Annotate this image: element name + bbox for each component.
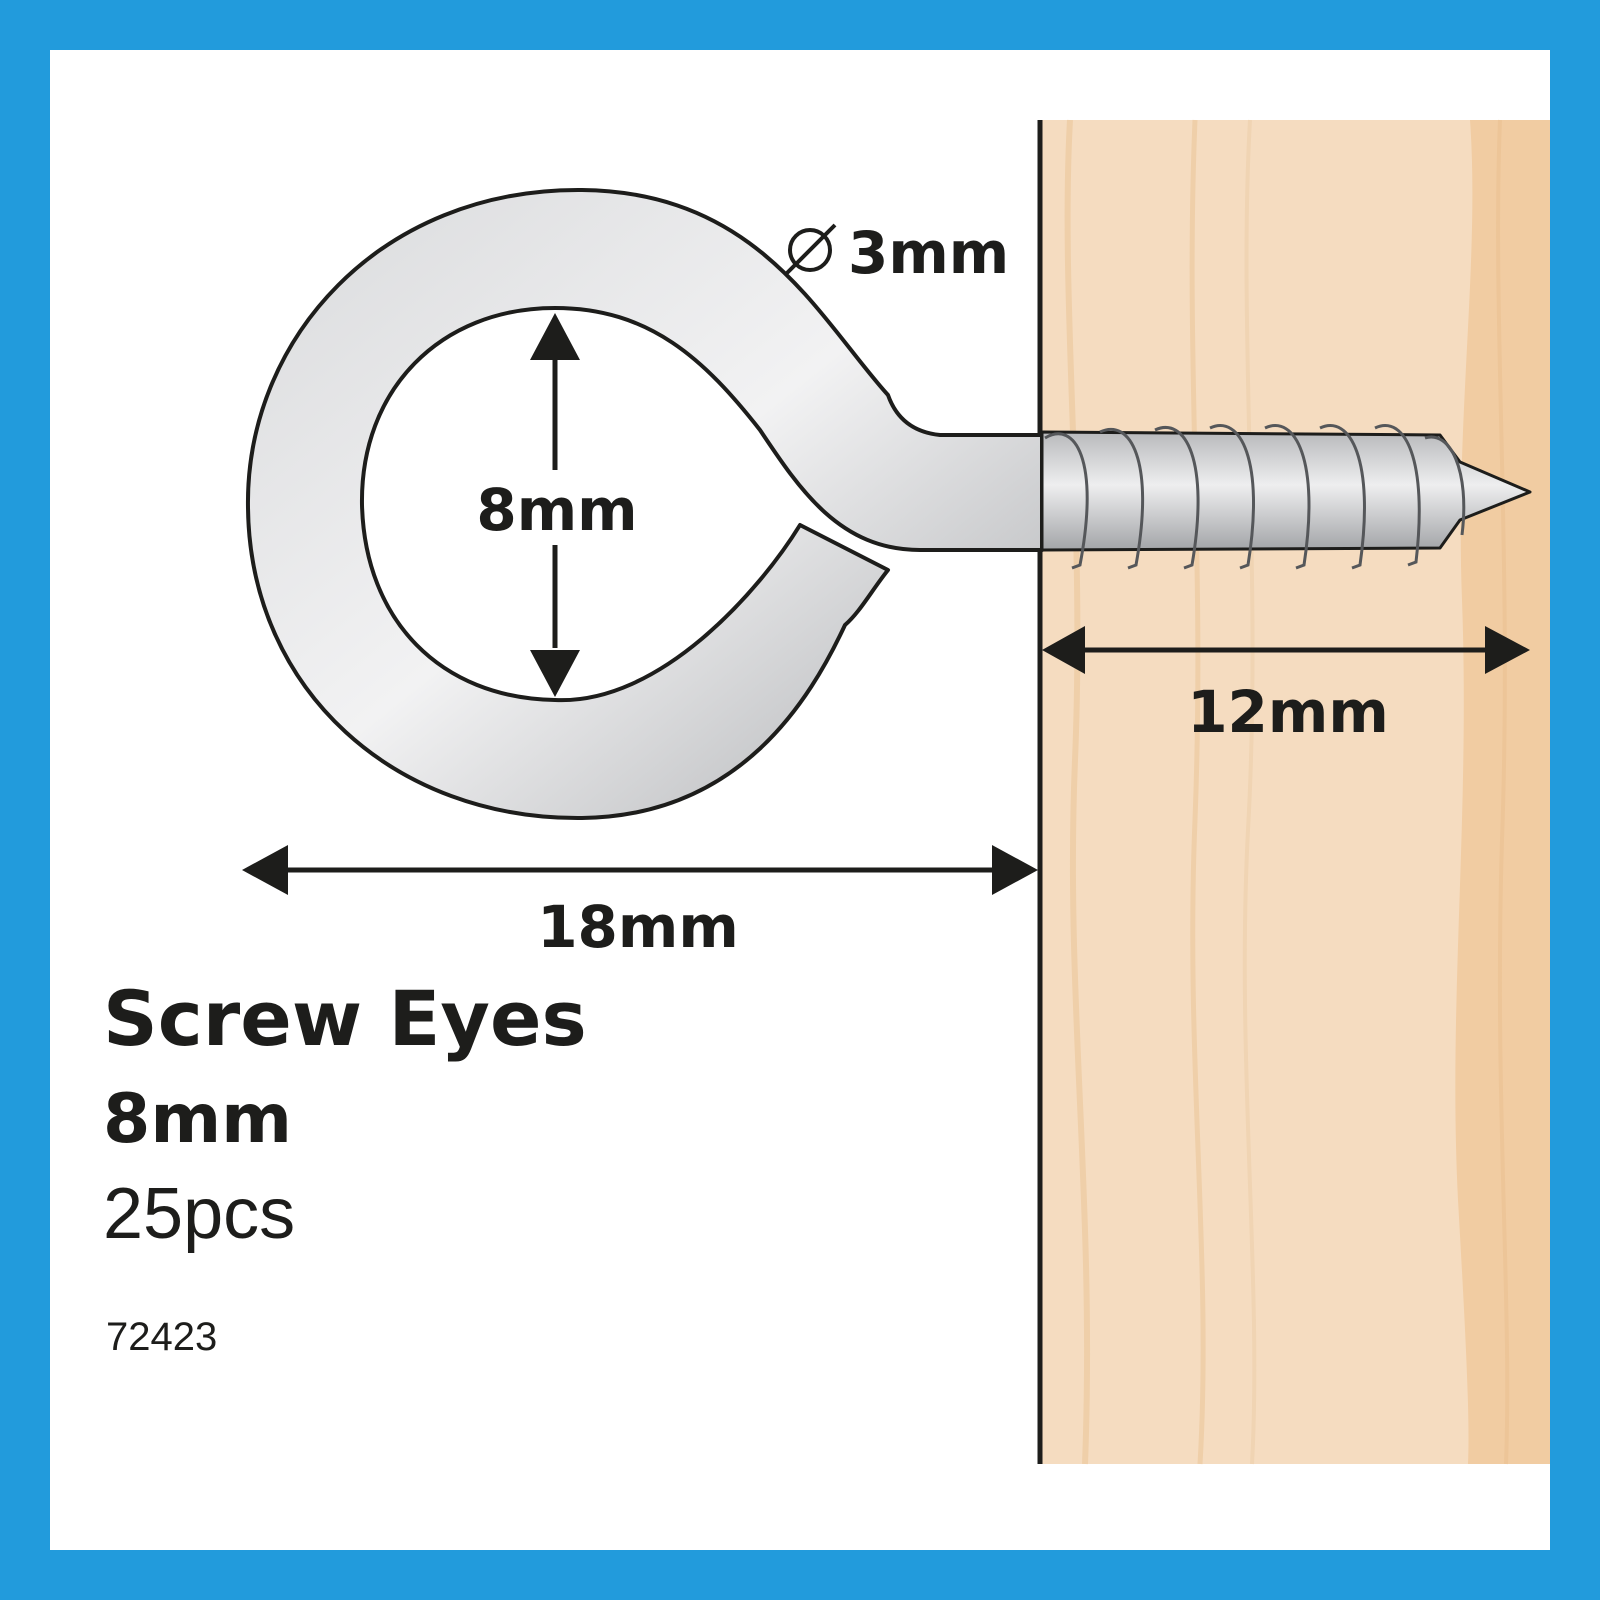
wire-diameter-label: 3mm xyxy=(848,219,1009,287)
screw-eye-ring xyxy=(245,187,1044,821)
wood-block xyxy=(1037,119,1550,1465)
product-code: 72423 xyxy=(106,1315,217,1359)
inner-eye-label: 8mm xyxy=(476,476,637,544)
diameter-icon xyxy=(783,223,837,277)
product-quantity: 25pcs xyxy=(103,1174,295,1254)
screw-eye xyxy=(245,187,1532,821)
overall-length-label: 18mm xyxy=(537,893,739,961)
inner-diameter-arrow xyxy=(530,313,580,697)
overall-length-arrow xyxy=(242,845,1038,895)
product-name: Screw Eyes xyxy=(103,974,587,1063)
thread-length-label: 12mm xyxy=(1187,678,1389,746)
thread-length-arrow xyxy=(1042,626,1530,674)
product-size: 8mm xyxy=(103,1080,292,1159)
